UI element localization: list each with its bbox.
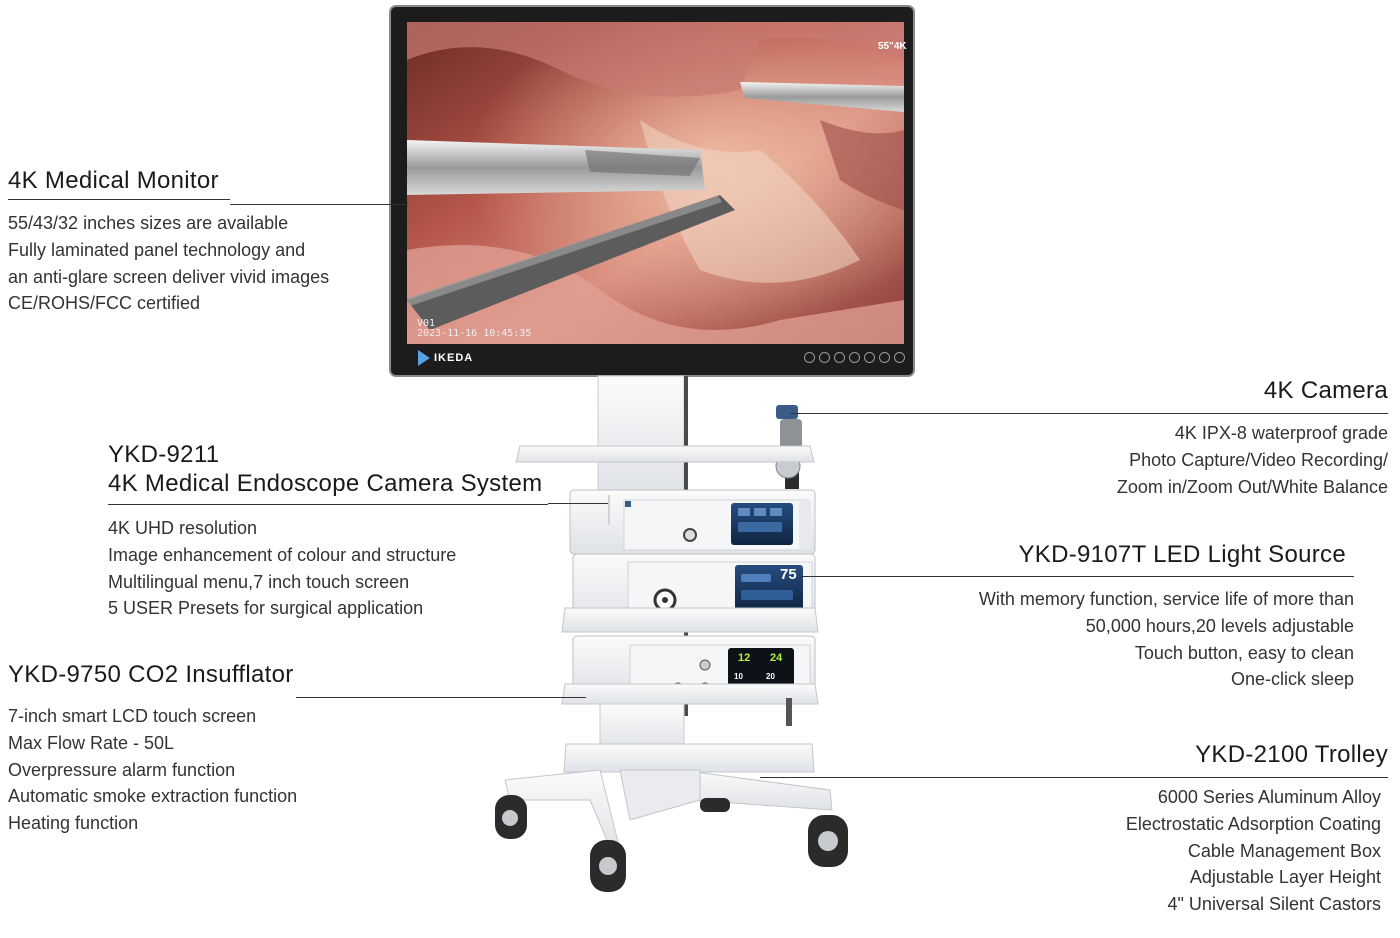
monitor-size-badge: 55"4K xyxy=(878,41,907,52)
trolley-feature: Adjustable Layer Height xyxy=(1189,867,1381,888)
trolley-feature: 4" Universal Silent Castors xyxy=(1167,894,1381,915)
insufflator-feature-block: YKD-9750 CO2 Insufflator 7-inch smart LC… xyxy=(8,660,408,837)
camera-head xyxy=(775,405,802,489)
trolley-feature: Cable Management Box xyxy=(1187,840,1381,861)
trolley-feature-list: 6000 Series Aluminum Alloy Electrostatic… xyxy=(988,784,1388,918)
trolley-feature: 6000 Series Aluminum Alloy xyxy=(1157,787,1381,807)
camera-feature: Zoom in/Zoom Out/White Balance xyxy=(1116,476,1388,497)
insufflator-feature: 7-inch smart LCD touch screen xyxy=(8,706,257,726)
insufflator-feature-list: 7-inch smart LCD touch screen Max Flow R… xyxy=(8,703,408,837)
endoscope-feature: 5 USER Presets for surgical application xyxy=(108,598,424,619)
insufflator-display-value: 10 xyxy=(734,672,743,681)
monitor-buttons[interactable] xyxy=(804,352,905,363)
monitor-feature: an anti-glare screen deliver vivid image… xyxy=(8,266,330,287)
insufflator-display-value: 20 xyxy=(766,672,775,681)
light-source-feature-block: YKD-9107T LED Light Source With memory f… xyxy=(904,540,1354,693)
co2-insufflator-unit xyxy=(561,635,819,726)
monitor-button[interactable] xyxy=(804,352,815,363)
light-source-feature-list: With memory function, service life of mo… xyxy=(904,586,1354,693)
camera-leader-line xyxy=(790,413,1388,414)
insufflator-feature: Automatic smoke extraction function xyxy=(8,786,298,807)
trolley-title: YKD-2100 Trolley xyxy=(1195,741,1388,768)
endoscope-camera-unit xyxy=(569,489,816,555)
monitor-button[interactable] xyxy=(864,352,875,363)
trolley-feature: Electrostatic Adsorption Coating xyxy=(1125,813,1381,834)
monitor-timestamp: 2023-11-16 10:45:35 xyxy=(417,328,532,339)
light-source-feature: With memory function, service life of mo… xyxy=(978,589,1354,609)
light-source-feature: Touch button, easy to clean xyxy=(1134,642,1354,663)
endoscope-title-rule xyxy=(108,504,548,505)
trolley-base xyxy=(495,769,848,892)
endoscope-feature-block: YKD-9211 4K Medical Endoscope Camera Sys… xyxy=(108,440,558,622)
monitor-button[interactable] xyxy=(879,352,890,363)
camera-feature-list: 4K IPX-8 waterproof grade Photo Capture/… xyxy=(988,420,1388,500)
monitor-brand-logo: IKEDA xyxy=(434,352,474,364)
endoscope-feature: Multilingual menu,7 inch touch screen xyxy=(108,571,410,592)
monitor-button[interactable] xyxy=(834,352,845,363)
trolley-leader-line xyxy=(760,777,1388,778)
camera-feature-block: 4K Camera 4K IPX-8 waterproof grade Phot… xyxy=(988,376,1388,500)
monitor-button[interactable] xyxy=(849,352,860,363)
insufflator-title: YKD-9750 CO2 Insufflator xyxy=(8,661,294,688)
trolley-feature-block: YKD-2100 Trolley 6000 Series Aluminum Al… xyxy=(988,740,1388,918)
insufflator-feature: Overpressure alarm function xyxy=(8,759,236,780)
camera-feature: 4K IPX-8 waterproof grade xyxy=(1174,423,1388,443)
light-source-feature: One-click sleep xyxy=(1230,669,1354,690)
light-source-feature: 50,000 hours,20 levels adjustable xyxy=(1085,615,1354,636)
medical-monitor xyxy=(389,5,915,377)
monitor-leader-line xyxy=(230,204,408,205)
endoscope-feature-list: 4K UHD resolution Image enhancement of c… xyxy=(108,515,558,622)
endoscope-feature: Image enhancement of colour and structur… xyxy=(108,544,457,565)
monitor-button[interactable] xyxy=(894,352,905,363)
insufflator-feature: Heating function xyxy=(8,813,139,834)
monitor-feature: Fully laminated panel technology and xyxy=(8,239,306,260)
endoscope-title: 4K Medical Endoscope Camera System xyxy=(108,470,543,497)
monitor-title-rule xyxy=(8,199,230,200)
camera-title: 4K Camera xyxy=(1263,377,1388,404)
monitor-button[interactable] xyxy=(819,352,830,363)
insufflator-leader-line xyxy=(296,697,586,698)
endoscope-feature: 4K UHD resolution xyxy=(108,518,258,538)
monitor-channel-label: V01 xyxy=(417,318,436,329)
monitor-feature-block: 4K Medical Monitor 55/43/32 inches sizes… xyxy=(8,166,408,317)
monitor-title: 4K Medical Monitor xyxy=(8,167,219,194)
endoscope-leader-line xyxy=(548,503,608,504)
camera-feature: Photo Capture/Video Recording/ xyxy=(1129,449,1388,470)
light-source-leader-line xyxy=(800,576,1354,577)
insufflator-display-value: 12 xyxy=(738,652,751,664)
insufflator-feature: Max Flow Rate - 50L xyxy=(8,732,175,753)
insufflator-display-value: 24 xyxy=(770,652,783,664)
monitor-feature: 55/43/32 inches sizes are available xyxy=(8,213,289,233)
monitor-feature-list: 55/43/32 inches sizes are available Full… xyxy=(8,210,408,317)
light-source-display-value: 75 xyxy=(780,566,797,583)
endoscope-model: YKD-9211 xyxy=(108,441,220,468)
light-source-title: YKD-9107T LED Light Source xyxy=(1018,541,1346,568)
monitor-feature: CE/ROHS/FCC certified xyxy=(8,293,201,314)
